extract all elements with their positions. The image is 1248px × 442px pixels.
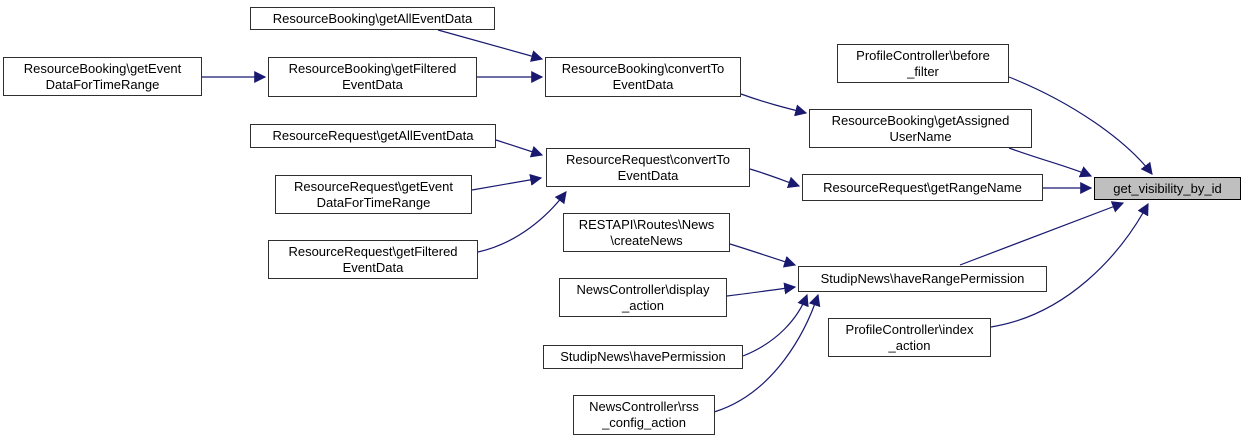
node-resourcebooking-geteventdatafortimerange[interactable]: ResourceBooking\getEvent DataForTimeRang… <box>3 57 202 96</box>
edge-rr-geteventdata-to-rr-convertto <box>471 173 543 191</box>
node-resourcebooking-getfilteredeventdata[interactable]: ResourceBooking\getFiltered EventData <box>268 57 477 97</box>
node-resourcerequest-getfilteredeventdata[interactable]: ResourceRequest\getFiltered EventData <box>268 240 478 279</box>
edge-news-display-to-haverangepermission <box>726 282 797 297</box>
node-resourcebooking-getassignedusername[interactable]: ResourceBooking\getAssigned UserName <box>809 109 1032 148</box>
edge-havepermission-to-haverangepermission <box>742 293 809 357</box>
node-newscontroller-rss-config-action[interactable]: NewsController\rss _config_action <box>573 395 715 435</box>
edge-rr-getalleventdata-to-rr-convertto <box>495 139 544 158</box>
node-newscontroller-display-action[interactable]: NewsController\display _action <box>559 278 727 317</box>
node-profilecontroller-index-action[interactable]: ProfileController\index _action <box>828 318 991 357</box>
node-resourcerequest-getalleventdata[interactable]: ResourceRequest\getAllEventData <box>250 124 496 148</box>
edge-haverangepermission-to-getvisibility <box>959 201 1125 266</box>
node-resourcerequest-geteventdatafortimerange[interactable]: ResourceRequest\getEvent DataForTimeRang… <box>275 175 472 214</box>
node-restapi-routes-news-createnews[interactable]: RESTAPI\Routes\News \createNews <box>563 213 730 252</box>
node-resourcerequest-converttoeventdata[interactable]: ResourceRequest\convertTo EventData <box>546 148 750 187</box>
edge-rb-getalleventdata-to-rb-convertto <box>437 29 544 62</box>
node-get-visibility-by-id: get_visibility_by_id <box>1094 177 1241 200</box>
node-resourcebooking-getalleventdata[interactable]: ResourceBooking\getAllEventData <box>250 7 495 30</box>
edge-rb-convertto-to-rb-getassigned <box>740 93 808 117</box>
edge-rr-getfiltered-to-rr-convertto <box>477 191 567 253</box>
node-studipnews-haverangepermission[interactable]: StudipNews\haveRangePermission <box>798 266 1047 292</box>
node-studipnews-havepermission[interactable]: StudipNews\havePermission <box>543 345 743 369</box>
node-resourcerequest-getrangename[interactable]: ResourceRequest\getRangeName <box>802 174 1043 201</box>
edge-rb-getassigned-to-getvisibility <box>1008 147 1093 178</box>
node-profilecontroller-before-filter[interactable]: ProfileController\before _filter <box>837 44 1009 83</box>
node-resourcebooking-converttoeventdata[interactable]: ResourceBooking\convertTo EventData <box>545 57 741 97</box>
edge-rr-convertto-to-rr-getrangename <box>749 168 801 189</box>
edge-restapi-createnews-to-haverangepermission <box>729 243 797 268</box>
